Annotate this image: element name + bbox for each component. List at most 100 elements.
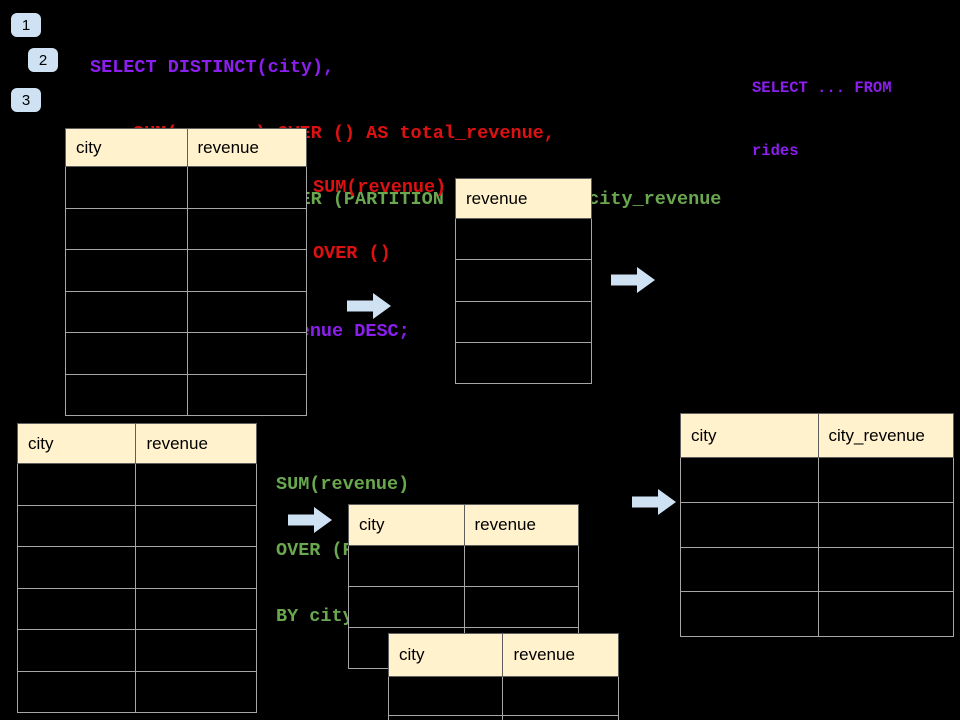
table-row	[348, 545, 579, 587]
step-badge-2: 2	[28, 48, 58, 72]
table-cell	[463, 586, 579, 628]
table-cell	[135, 629, 257, 672]
table-cell	[680, 457, 819, 503]
table-partition-overlap: city revenue	[387, 633, 619, 720]
snippet-line-1: SELECT ... FROM	[752, 79, 892, 97]
step-badge-1-label: 1	[21, 16, 31, 34]
table-cell	[387, 715, 504, 720]
annotation-total-line-1: SUM(revenue)	[313, 177, 447, 198]
table-cell	[502, 676, 619, 716]
table-cell	[680, 591, 819, 637]
table-cell	[65, 373, 188, 416]
table-source-bottom: city revenue	[16, 423, 257, 713]
column-header-city-revenue: city_revenue	[817, 413, 954, 458]
table-result-right-header-row: city city_revenue	[680, 413, 954, 458]
table-row	[680, 501, 954, 548]
table-cell	[16, 587, 137, 630]
table-row	[65, 249, 307, 292]
table-cell	[186, 332, 307, 375]
table-cell	[387, 676, 504, 716]
table-source-top: city revenue	[65, 128, 307, 416]
table-row	[680, 546, 954, 593]
table-cell	[135, 463, 257, 506]
column-header-revenue: revenue	[455, 178, 592, 219]
column-header-revenue: revenue	[502, 633, 619, 677]
table-cell	[186, 207, 307, 250]
table-cell	[680, 546, 819, 593]
column-header-city: city	[65, 128, 188, 167]
column-header-city: city	[680, 413, 819, 458]
table-cell	[186, 290, 307, 333]
table-cell	[186, 166, 307, 209]
table-source-top-header-row: city revenue	[65, 128, 307, 167]
table-cell	[135, 504, 257, 547]
table-row	[680, 457, 954, 503]
table-cell	[455, 217, 592, 261]
step-badge-3: 3	[11, 88, 41, 112]
table-row	[65, 373, 307, 416]
table-row	[16, 587, 257, 630]
column-header-revenue: revenue	[135, 423, 257, 464]
table-row	[387, 676, 619, 716]
flow-arrow-1-right-icon	[347, 293, 391, 319]
table-cell	[463, 545, 579, 587]
table-row	[65, 207, 307, 250]
table-row	[387, 715, 619, 720]
annotation-total-line-2: OVER ()	[313, 243, 391, 264]
table-cell	[16, 629, 137, 672]
table-row	[348, 586, 579, 628]
table-cell	[186, 249, 307, 292]
table-row	[16, 504, 257, 547]
column-header-revenue: revenue	[186, 128, 307, 167]
table-row	[65, 166, 307, 209]
table-cell	[135, 670, 257, 713]
table-cell	[65, 249, 188, 292]
sql-snippet-from-rides: SELECT ... FROM rides	[752, 36, 892, 204]
table-result-right: city city_revenue	[680, 413, 954, 637]
table-row	[455, 217, 592, 261]
table-cell	[455, 259, 592, 302]
table-row	[65, 290, 307, 333]
table-cell	[65, 166, 188, 209]
sql-line-select: SELECT DISTINCT(city),	[90, 57, 335, 78]
flow-arrow-3-right-icon	[288, 507, 332, 533]
table-total-revenue: revenue	[455, 178, 592, 385]
table-row	[16, 546, 257, 589]
table-row	[455, 259, 592, 302]
table-cell	[135, 587, 257, 630]
table-cell	[455, 300, 592, 343]
table-cell	[502, 715, 619, 720]
column-header-revenue: revenue	[463, 504, 579, 546]
table-cell	[16, 670, 137, 713]
annotation-total-revenue: SUM(revenue) OVER ()	[313, 133, 446, 309]
flow-arrow-2-right-icon	[611, 267, 655, 293]
table-cell	[16, 546, 137, 589]
table-cell	[455, 341, 592, 385]
step-badge-3-label: 3	[21, 91, 31, 109]
table-cell	[65, 207, 188, 250]
table-row	[16, 463, 257, 506]
table-cell	[16, 504, 137, 547]
table-row	[455, 341, 592, 385]
flow-arrow-4-right-icon	[632, 489, 676, 515]
table-cell	[186, 373, 307, 416]
table-row	[455, 300, 592, 343]
column-header-city: city	[387, 633, 504, 677]
table-total-revenue-header-row: revenue	[455, 178, 592, 219]
table-cell	[348, 586, 465, 628]
table-cell	[16, 463, 137, 506]
table-source-bottom-header-row: city revenue	[16, 423, 257, 464]
column-header-city: city	[16, 423, 137, 464]
table-cell	[680, 501, 819, 548]
table-row	[680, 591, 954, 637]
annotation-partition-line-1: SUM(revenue)	[276, 474, 410, 495]
table-cell	[817, 591, 954, 637]
table-row	[16, 670, 257, 713]
table-cell	[817, 457, 954, 503]
table-row	[65, 332, 307, 375]
table-cell	[65, 332, 188, 375]
column-header-city: city	[348, 504, 465, 546]
table-row	[16, 629, 257, 672]
table-cell	[817, 501, 954, 548]
